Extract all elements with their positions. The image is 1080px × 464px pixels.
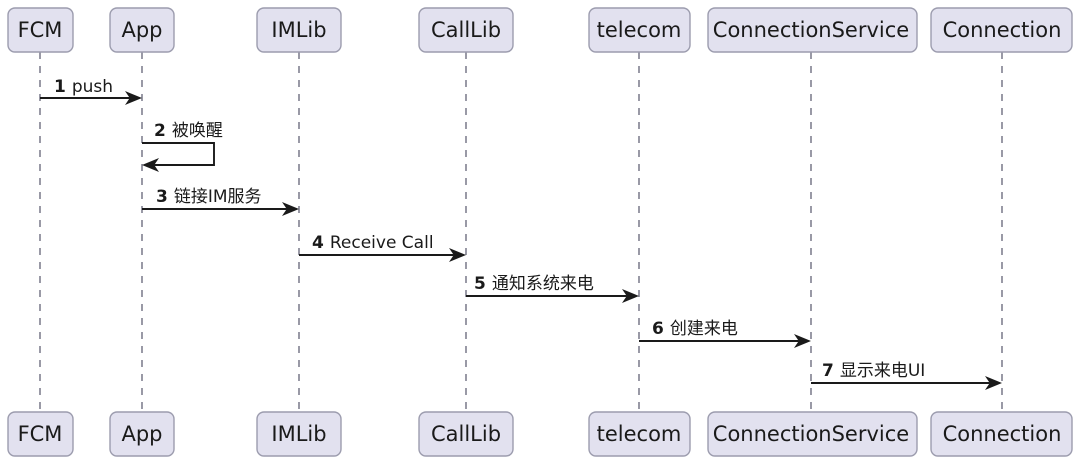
actor-label-conn-bottom: Connection bbox=[943, 422, 1062, 446]
actor-calllib-bottom[interactable]: CallLib bbox=[418, 411, 514, 457]
actor-label-calllib-bottom: CallLib bbox=[431, 422, 501, 446]
actor-label-imlib-top: IMLib bbox=[271, 18, 326, 42]
message-text-3: 链接IM服务 bbox=[174, 187, 262, 207]
message-text-4: Receive Call bbox=[330, 233, 434, 253]
actor-box-calllib-bottom[interactable] bbox=[418, 411, 514, 457]
actor-boxes-bottom: FCM App IMLib CallLib telecom ConnectionServi… bbox=[7, 411, 1073, 457]
message-label-7: 7 显示来电UI bbox=[822, 361, 925, 381]
message-2[interactable]: 2 被唤醒 bbox=[142, 121, 223, 172]
actor-telecom-top[interactable]: telecom bbox=[588, 7, 691, 53]
message-3[interactable]: 3 链接IM服务 bbox=[142, 187, 299, 216]
actor-label-fcm-top: FCM bbox=[18, 18, 63, 42]
actor-box-app-top[interactable] bbox=[109, 7, 175, 53]
message-text-6: 创建来电 bbox=[670, 319, 738, 339]
actor-label-connsvc-top: ConnectionService bbox=[713, 18, 909, 42]
message-6[interactable]: 6 创建来电 bbox=[639, 319, 811, 348]
message-text-2: 被唤醒 bbox=[172, 121, 223, 141]
actor-app-top[interactable]: App bbox=[109, 7, 175, 53]
actor-box-app-bottom[interactable] bbox=[109, 411, 175, 457]
actor-label-connsvc-bottom: ConnectionService bbox=[713, 422, 909, 446]
arrow-head bbox=[142, 158, 159, 172]
message-label-5: 5 通知系统来电 bbox=[474, 274, 594, 294]
actor-fcm-top[interactable]: FCM bbox=[7, 7, 74, 53]
message-number-6: 6 bbox=[652, 319, 664, 339]
actor-label-app-top: App bbox=[121, 18, 162, 42]
actor-label-app-bottom: App bbox=[121, 422, 162, 446]
actor-calllib-top[interactable]: CallLib bbox=[418, 7, 514, 53]
arrow-head bbox=[282, 202, 299, 216]
actor-box-fcm-bottom[interactable] bbox=[7, 411, 74, 457]
message-7[interactable]: 7 显示来电UI bbox=[811, 361, 1002, 390]
actor-box-fcm-top[interactable] bbox=[7, 7, 74, 53]
message-number-4: 4 bbox=[312, 233, 324, 253]
actor-box-telecom-top[interactable] bbox=[588, 7, 691, 53]
actor-label-calllib-top: CallLib bbox=[431, 18, 501, 42]
actor-fcm-bottom[interactable]: FCM bbox=[7, 411, 74, 457]
actor-boxes-top: FCM App IMLib CallLib telecom ConnectionServi… bbox=[7, 7, 1073, 53]
message-number-7: 7 bbox=[822, 361, 834, 381]
message-text-5: 通知系统来电 bbox=[492, 274, 594, 294]
actor-connsvc-bottom[interactable]: ConnectionService bbox=[707, 411, 918, 457]
messages-layer: 1 push 2 被唤醒 3 链接IM服务 4 Receive Call 5 通知系统来电 6 创建来… bbox=[40, 77, 1002, 390]
message-1[interactable]: 1 push bbox=[40, 77, 142, 105]
actor-imlib-top[interactable]: IMLib bbox=[256, 7, 342, 53]
arrow-head bbox=[449, 248, 466, 262]
actor-box-imlib-bottom[interactable] bbox=[256, 411, 342, 457]
actor-label-imlib-bottom: IMLib bbox=[271, 422, 326, 446]
arrow-head bbox=[794, 334, 811, 348]
message-5[interactable]: 5 通知系统来电 bbox=[466, 274, 639, 303]
message-4[interactable]: 4 Receive Call bbox=[299, 233, 466, 262]
message-number-2: 2 bbox=[154, 121, 166, 141]
actor-app-bottom[interactable]: App bbox=[109, 411, 175, 457]
actor-box-conn-bottom[interactable] bbox=[930, 411, 1073, 457]
message-label-3: 3 链接IM服务 bbox=[156, 187, 262, 207]
actor-conn-top[interactable]: Connection bbox=[930, 7, 1073, 53]
actor-box-calllib-top[interactable] bbox=[418, 7, 514, 53]
actor-connsvc-top[interactable]: ConnectionService bbox=[707, 7, 918, 53]
actor-label-conn-top: Connection bbox=[943, 18, 1062, 42]
actor-conn-bottom[interactable]: Connection bbox=[930, 411, 1073, 457]
actor-label-telecom-bottom: telecom bbox=[597, 422, 682, 446]
actor-label-telecom-top: telecom bbox=[597, 18, 682, 42]
message-number-5: 5 bbox=[474, 274, 486, 294]
message-text-1: push bbox=[72, 77, 113, 97]
message-label-6: 6 创建来电 bbox=[652, 319, 738, 339]
message-label-2: 2 被唤醒 bbox=[154, 121, 223, 141]
lifelines-layer bbox=[39, 52, 1003, 412]
actor-telecom-bottom[interactable]: telecom bbox=[588, 411, 691, 457]
arrow-head bbox=[622, 289, 639, 303]
actor-box-conn-top[interactable] bbox=[930, 7, 1073, 53]
actor-box-telecom-bottom[interactable] bbox=[588, 411, 691, 457]
message-label-4: 4 Receive Call bbox=[312, 233, 434, 253]
actor-box-connsvc-bottom[interactable] bbox=[707, 411, 918, 457]
actor-box-connsvc-top[interactable] bbox=[707, 7, 918, 53]
message-number-1: 1 bbox=[54, 77, 66, 97]
arrow-head bbox=[125, 91, 142, 105]
arrow-head bbox=[985, 376, 1002, 390]
actor-imlib-bottom[interactable]: IMLib bbox=[256, 411, 342, 457]
message-line-2 bbox=[142, 142, 215, 166]
actor-label-fcm-bottom: FCM bbox=[18, 422, 63, 446]
actor-box-imlib-top[interactable] bbox=[256, 7, 342, 53]
message-label-1: 1 push bbox=[54, 77, 113, 97]
message-text-7: 显示来电UI bbox=[840, 361, 925, 381]
message-number-3: 3 bbox=[156, 187, 168, 207]
